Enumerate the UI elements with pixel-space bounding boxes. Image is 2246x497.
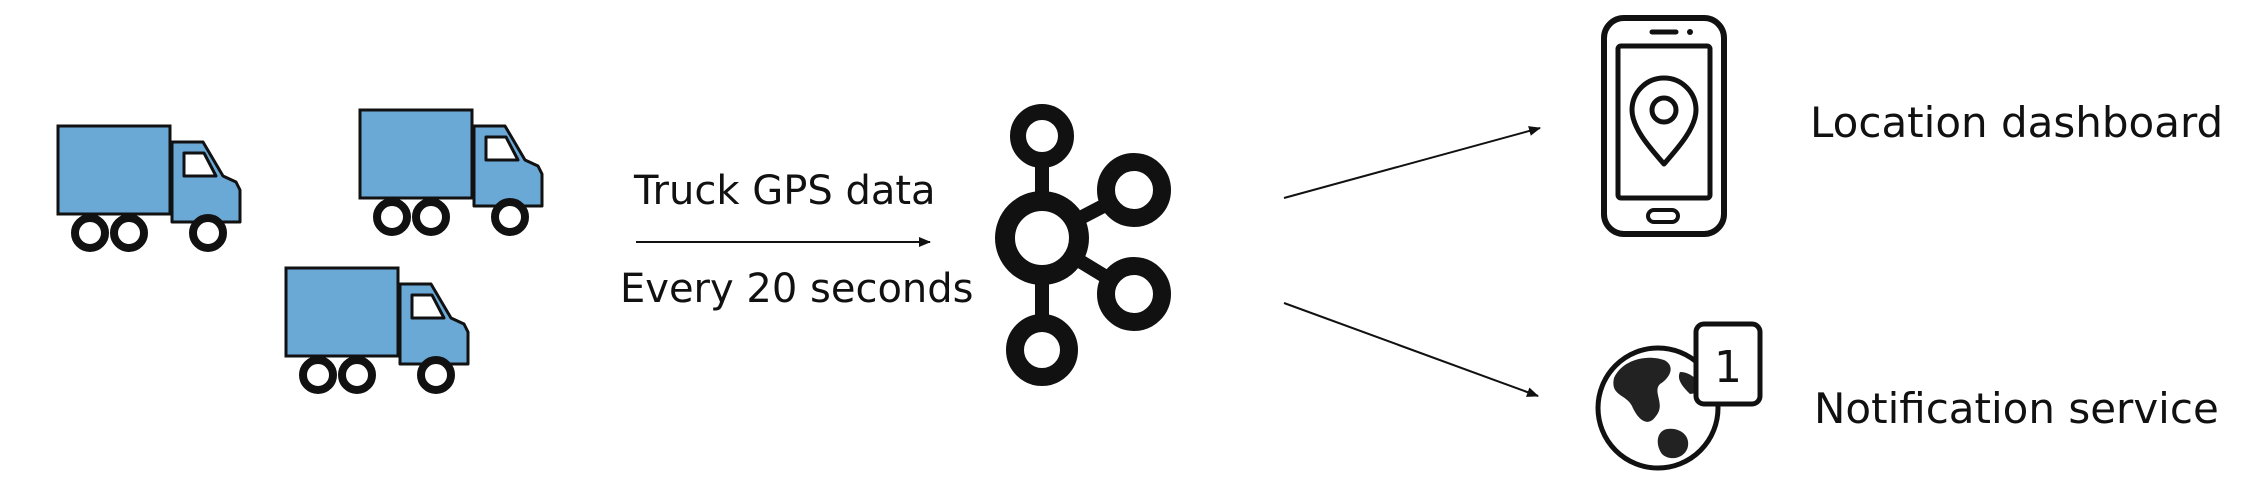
globe-notification-icon: 1 (1595, 321, 1763, 471)
notification-arrow (1283, 302, 1539, 397)
label-location-dashboard: Location dashboard (1810, 98, 2224, 147)
edge-label-truck-gps: Truck GPS data (634, 168, 936, 214)
edge-label-interval: Every 20 seconds (620, 266, 974, 312)
label-notification-service: Notification service (1814, 384, 2219, 433)
truck-icon (360, 110, 542, 232)
truck-icon (58, 126, 240, 248)
notification-badge-count: 1 (1714, 342, 1742, 393)
truck-icon (286, 268, 468, 390)
dashboard-arrow (1283, 126, 1541, 199)
notification-badge (1693, 321, 1763, 407)
smartphone-location-icon (1601, 15, 1727, 237)
kafka-logo-icon (995, 104, 1171, 386)
